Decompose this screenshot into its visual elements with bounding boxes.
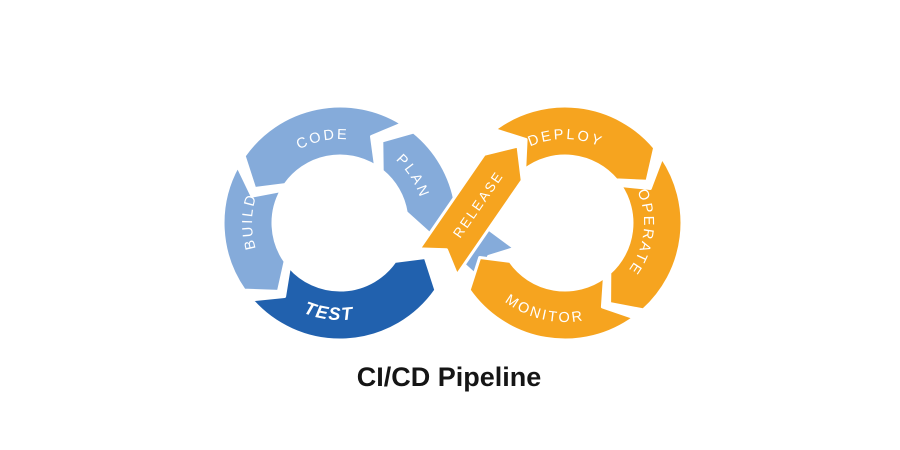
- segment-monitor-arc: [467, 256, 636, 342]
- segment-test-arc: [250, 256, 438, 342]
- label-deploy: DEPLOY: [526, 127, 606, 151]
- label-build: BUILD: [240, 191, 261, 251]
- segment-release-ribbon: [417, 144, 524, 277]
- ci-loop: [221, 104, 517, 342]
- segment-code-arc: [242, 104, 404, 190]
- cd-loop: [417, 104, 684, 342]
- segment-build-arc: [221, 164, 287, 293]
- segment-operate-arc: [608, 156, 684, 312]
- figure-title: CI/CD Pipeline: [357, 362, 542, 392]
- segment-deploy-arc: [493, 104, 657, 183]
